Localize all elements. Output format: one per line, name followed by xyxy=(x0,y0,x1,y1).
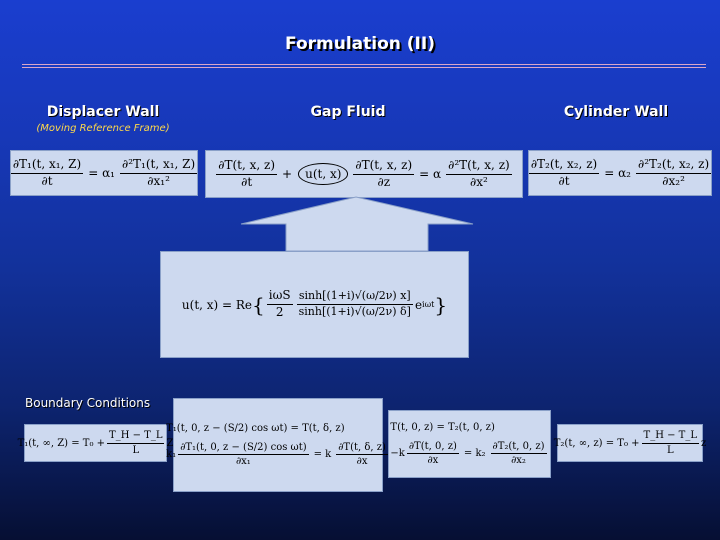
velocity-prefactor-den: 2 xyxy=(275,305,284,319)
gap-plus: + xyxy=(282,167,293,181)
gap-coef: = α xyxy=(419,167,442,181)
bc-mid-eq: = k xyxy=(313,449,332,460)
bc-right-k: −k xyxy=(390,448,405,459)
bc-far-z: z xyxy=(700,437,707,449)
heading-gap-fluid: Gap Fluid xyxy=(310,104,386,120)
bc-mid-rden: ∂x xyxy=(356,456,368,467)
slide-title: Formulation (II) xyxy=(285,34,435,54)
bc-right-lnum: ∂T(t, 0, z) xyxy=(406,441,459,454)
bc-mid-rnum: ∂T(t, δ, z) xyxy=(336,442,388,455)
equation-displacer: ∂T₁(t, x₁, Z)∂t = α₁ ∂²T₁(t, x₁, Z)∂x₁² xyxy=(10,150,198,196)
cylinder-lhs-den: ∂t xyxy=(558,173,570,188)
velocity-prefactor-num: iωS xyxy=(266,288,293,305)
right-brace-icon: } xyxy=(434,292,448,317)
gap-t2-num: ∂T(t, x, z) xyxy=(353,158,415,175)
gap-t3-num: ∂²T(t, x, z) xyxy=(446,158,512,175)
gap-t1-num: ∂T(t, x, z) xyxy=(216,158,278,175)
subheading-moving-frame: (Moving Reference Frame) xyxy=(36,123,170,134)
bc-right-temperature: T(t, 0, z) = T₂(t, 0, z) xyxy=(390,421,495,433)
bc-displacer-gap-interface: T₁(t, 0, z − (S/2) cos ωt) = T(t, δ, z) … xyxy=(166,398,388,492)
gap-t2-den: ∂z xyxy=(377,174,391,189)
velocity-sinh-num: sinh[(1+i)√(ω/2ν) x] xyxy=(296,290,413,305)
bc-mid-lden: ∂x₁ xyxy=(235,456,251,467)
bc-mid-lnum: ∂T₁(t, 0, z − (S/2) cos ωt) xyxy=(178,442,309,455)
boundary-conditions-label: Boundary Conditions xyxy=(25,396,151,410)
bc-mid-k1: k₁ xyxy=(166,449,177,460)
bc-left-z: Z xyxy=(166,437,174,449)
displacer-rhs-num: ∂²T₁(t, x₁, Z) xyxy=(120,157,198,174)
displacer-lhs-den: ∂t xyxy=(41,173,53,188)
up-arrow-callout xyxy=(240,196,474,252)
bc-gap-cylinder-interface: T(t, 0, z) = T₂(t, 0, z) −k ∂T(t, 0, z)∂… xyxy=(388,410,551,478)
displacer-coef: = α₁ xyxy=(88,166,115,180)
velocity-exp-sup: iωt xyxy=(422,300,435,309)
title-rule-bottom xyxy=(22,67,706,68)
bc-left-num: T_H − T_L xyxy=(107,430,165,444)
bc-right-rden: ∂x₂ xyxy=(511,455,526,466)
bc-right-eq: = k₂ xyxy=(463,448,486,459)
gap-velocity-highlight: u(t, x) xyxy=(298,163,349,185)
bc-right-rnum: ∂T₂(t, 0, z) xyxy=(490,441,547,454)
bc-far-num: T_H − T_L xyxy=(641,430,699,444)
bc-left-lhs: T₁(t, ∞, Z) = T₀ + xyxy=(17,437,106,449)
bc-left-den: L xyxy=(132,444,140,456)
velocity-sinh-den: sinh[(1+i)√(ω/2ν) δ] xyxy=(298,305,411,318)
bc-right-lden: ∂x xyxy=(427,455,439,466)
heading-displacer-wall: Displacer Wall xyxy=(46,104,160,120)
cylinder-rhs-den: ∂x₂² xyxy=(662,173,685,188)
displacer-rhs-den: ∂x₁² xyxy=(147,173,170,188)
cylinder-lhs-num: ∂T₂(t, x₂, z) xyxy=(528,157,600,174)
displacer-lhs-num: ∂T₁(t, x₁, Z) xyxy=(10,157,84,174)
heading-cylinder-wall: Cylinder Wall xyxy=(563,104,669,120)
gap-t1-den: ∂t xyxy=(241,174,253,189)
velocity-lhs: u(t, x) = Re xyxy=(181,297,253,312)
left-brace-icon: { xyxy=(252,292,265,317)
equation-cylinder: ∂T₂(t, x₂, z)∂t = α₂ ∂²T₂(t, x₂, z)∂x₂² xyxy=(528,150,712,196)
bc-mid-temperature: T₁(t, 0, z − (S/2) cos ωt) = T(t, δ, z) xyxy=(166,422,345,434)
equation-gap-fluid: ∂T(t, x, z)∂t + u(t, x) ∂T(t, x, z)∂z = … xyxy=(205,150,523,198)
cylinder-rhs-num: ∂²T₂(t, x₂, z) xyxy=(636,157,712,174)
title-rule-top xyxy=(22,64,706,65)
bc-far-den: L xyxy=(666,444,674,456)
cylinder-coef: = α₂ xyxy=(604,166,631,180)
velocity-exp: e xyxy=(414,297,423,312)
bc-far-lhs: T₂(t, ∞, z) = T₀ + xyxy=(553,437,640,449)
gap-t3-den: ∂x² xyxy=(470,174,488,189)
